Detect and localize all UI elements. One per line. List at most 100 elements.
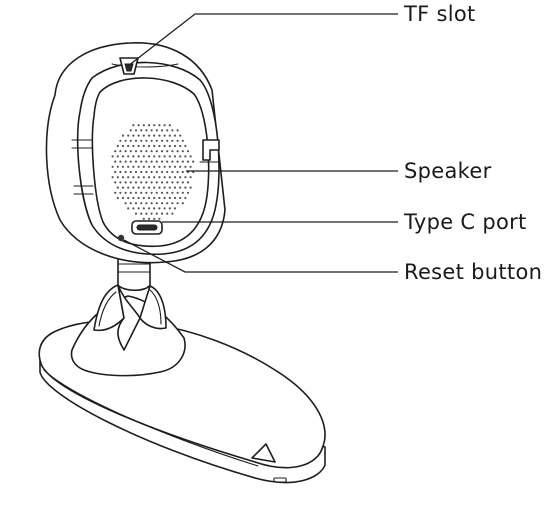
speaker-hole [129,129,132,132]
speaker-hole [173,155,177,158]
speaker-hole [114,160,117,163]
speaker-hole [137,144,140,148]
speaker-hole [121,165,125,168]
speaker-hole [184,144,187,148]
speaker-hole [134,160,138,163]
speaker-hole [168,134,171,137]
speaker-hole [184,165,187,168]
camera-head [45,42,226,264]
speaker-hole [160,212,164,215]
speaker-hole [181,191,184,194]
speaker-hole [158,134,161,137]
speaker-hole [116,186,119,189]
speaker-hole [129,202,132,205]
speaker-hole [163,155,166,158]
speaker-hole [140,150,143,153]
speaker-hole [145,181,148,184]
speaker-hole [116,176,119,179]
speaker-hole [160,160,164,163]
speaker-hole [186,191,190,194]
speaker-hole [181,150,184,153]
speaker-hole [184,186,187,189]
speaker-hole [147,217,151,220]
speaker-hole [153,186,156,189]
speaker-hole [158,217,161,220]
speaker-hole [142,207,145,210]
speaker-hole [176,139,179,142]
speaker-hole [168,165,171,168]
speaker-hole [189,165,192,168]
speaker-hole [153,207,156,210]
speaker-hole [160,150,164,153]
speaker-hole [176,150,179,153]
speaker-hole [140,212,143,215]
speaker-hole [124,150,127,153]
speaker-hole [124,202,127,205]
speaker-hole [132,155,135,158]
speaker-hole [166,191,169,194]
speaker-hole [155,150,158,153]
speaker-hole [147,144,151,148]
speaker-hole [150,202,153,205]
speaker-grille [111,124,195,220]
speaker-hole [127,196,130,200]
speaker-hole [147,176,151,179]
speaker-hole [173,144,177,148]
speaker-hole [176,129,179,132]
speaker-hole [132,144,135,148]
speaker-hole [168,124,171,127]
speaker-hole [111,176,114,179]
speaker-hole [173,176,177,179]
speaker-hole [150,170,153,174]
speaker-hole [140,191,143,194]
speaker-hole [173,186,177,189]
speaker-hole [184,155,187,158]
speaker-hole [163,165,166,168]
speaker-hole [171,170,174,174]
speaker-hole [137,207,140,210]
speaker-hole [160,202,164,205]
speaker-hole [163,186,166,189]
speaker-hole [189,155,192,158]
speaker-hole [189,176,192,179]
speaker-hole [173,134,177,137]
speaker-hole [179,144,182,148]
speaker-hole [171,181,174,184]
speaker-hole [127,207,130,210]
speaker-hole [147,165,151,168]
speaker-hole [158,196,161,200]
speaker-hole [181,170,184,174]
speaker-hole [127,176,130,179]
speaker-hole [158,144,161,148]
speaker-hole [150,212,153,215]
speaker-hole [160,129,164,132]
speaker-hole [168,186,171,189]
speaker-hole [171,129,174,132]
speaker-hole [192,160,195,163]
speaker-hole [142,196,145,200]
tf-slot-leader [127,13,398,67]
speaker-hole [127,155,130,158]
speaker-hole [116,165,119,168]
speaker-hole [189,186,192,189]
speaker-hole [121,155,125,158]
speaker-hole [132,186,135,189]
speaker-hole [142,165,145,168]
speaker-hole [119,181,122,184]
speaker-hole [119,150,122,153]
speaker-hole [134,191,138,194]
speaker-hole [150,150,153,153]
speaker-hole [127,165,130,168]
speaker-hole [119,160,122,163]
speaker-hole [186,160,190,163]
speaker-hole [142,155,145,158]
speaker-hole [137,176,140,179]
speaker-hole [155,160,158,163]
speaker-hole [171,202,174,205]
speaker-hole [121,144,125,148]
speaker-hole [137,165,140,168]
speaker-hole [153,217,156,220]
speaker-hole [121,196,125,200]
speaker-hole [186,181,190,184]
speaker-hole [134,212,138,215]
